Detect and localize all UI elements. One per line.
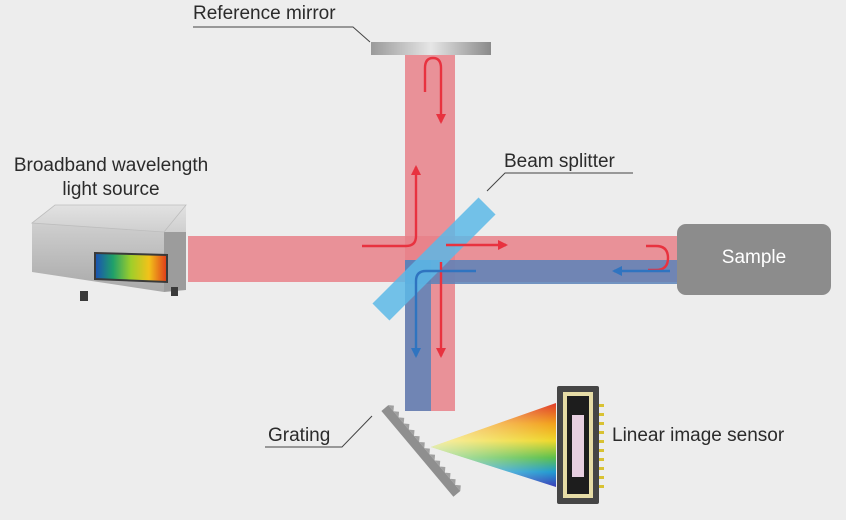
beams bbox=[188, 55, 680, 411]
light-source-label-line2: light source bbox=[62, 179, 160, 200]
spectrum-window bbox=[95, 253, 167, 282]
reference-mirror-leader bbox=[193, 26, 371, 43]
red-arrows bbox=[362, 56, 670, 358]
reference-mirror-label: Reference mirror bbox=[193, 3, 336, 24]
sample-label: Sample bbox=[721, 247, 787, 268]
beam-splitter-label: Beam splitter bbox=[504, 151, 615, 172]
sensor-pixel-strip bbox=[572, 415, 584, 477]
red-arrow-reference-loop bbox=[423, 56, 446, 124]
blue-arrow-return bbox=[411, 269, 476, 358]
red-arrow-sample-bounce bbox=[646, 244, 670, 272]
sensor-label: Linear image sensor bbox=[612, 425, 785, 446]
red-arrow-to-reference bbox=[362, 165, 421, 248]
linear-image-sensor bbox=[557, 386, 604, 504]
grating-label: Grating bbox=[268, 425, 331, 446]
sample-box bbox=[677, 224, 831, 295]
beam-splitter-leader bbox=[486, 172, 633, 192]
light-source-label-line1: Broadband wavelength bbox=[13, 155, 209, 176]
reference-mirror bbox=[371, 42, 491, 55]
beam-splitter bbox=[372, 197, 496, 321]
grating-leader bbox=[265, 415, 373, 448]
blue-arrows bbox=[411, 266, 670, 358]
grating bbox=[381, 405, 461, 497]
light-source-box bbox=[30, 204, 187, 301]
